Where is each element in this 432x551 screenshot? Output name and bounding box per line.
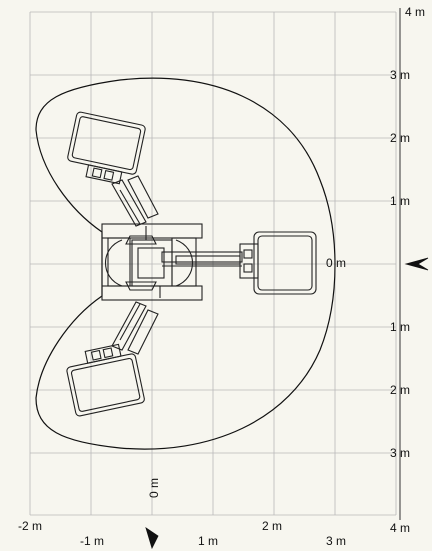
bottom-axis-label: -1 m [80,534,104,548]
lower-basket [66,343,145,417]
right-axis-label: 3 m [390,446,410,460]
right-basket [239,231,317,295]
direction-arrow-icon [404,257,429,271]
chassis [101,223,203,301]
bottom-axis-label: 3 m [326,534,346,548]
upper-arm [111,175,159,227]
bottom-axis-label: 1 m [198,534,218,548]
upper-basket [67,111,146,185]
horizontal-boom [161,251,243,267]
right-axis-label: 3 m [390,68,410,82]
right-axis-label: 0 m [326,256,346,270]
direction-arrow-icon [145,527,159,550]
right-axis-label: 2 m [390,383,410,397]
lift-machine [66,111,317,417]
right-axis-label: 4 m [390,521,410,535]
right-axis-label: 4 m [405,5,425,19]
bottom-axis-label: 2 m [262,519,282,533]
bottom-zero-label: 0 m [147,478,161,498]
lower-arm [111,301,159,355]
right-axis-label: 1 m [390,320,410,334]
right-axis-label: 1 m [390,194,410,208]
bottom-axis-label: -2 m [18,519,42,533]
working-range-envelope [35,77,336,450]
right-axis-label: 2 m [390,131,410,145]
